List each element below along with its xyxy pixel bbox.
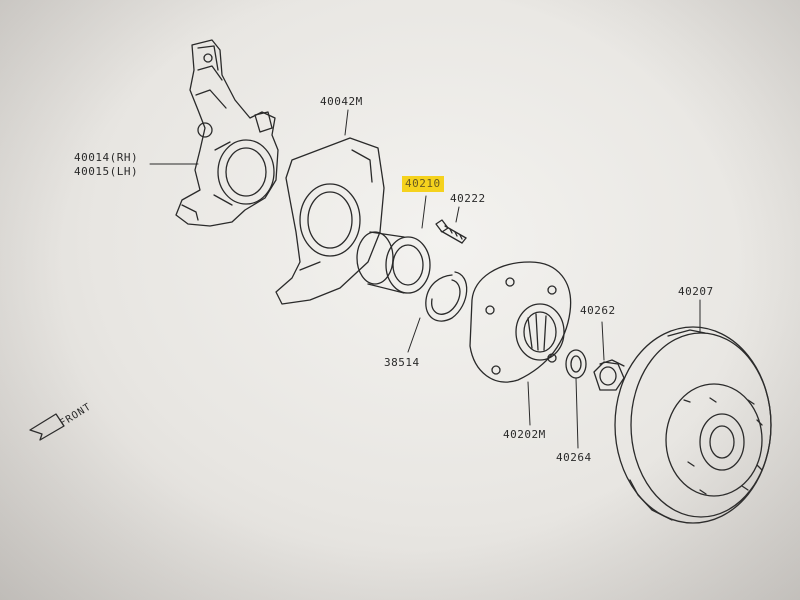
hub-nut bbox=[593, 359, 625, 391]
baffle-plate bbox=[275, 137, 385, 305]
washer bbox=[565, 349, 587, 379]
disc-rotor bbox=[614, 326, 772, 524]
label-baffle-plate: 40042M bbox=[320, 95, 363, 108]
hub-bolt bbox=[435, 219, 467, 244]
steering-knuckle bbox=[175, 39, 279, 227]
label-washer: 40264 bbox=[556, 451, 592, 464]
label-snap-ring: 38514 bbox=[384, 356, 420, 369]
label-wheel-hub: 40202M bbox=[503, 428, 546, 441]
front-arrow-icon bbox=[29, 413, 65, 441]
label-knuckle-lh: 40015(LH) bbox=[74, 165, 139, 178]
snap-ring bbox=[425, 271, 468, 322]
label-bearing-highlighted: 40210 bbox=[402, 176, 444, 192]
label-hub-nut: 40262 bbox=[580, 304, 616, 317]
label-hub-bolt: 40222 bbox=[450, 192, 486, 205]
label-disc-rotor: 40207 bbox=[678, 285, 714, 298]
wheel-bearing bbox=[356, 231, 431, 294]
wheel-hub bbox=[469, 261, 572, 383]
leader-lines bbox=[149, 109, 701, 449]
label-knuckle-rh: 40014(RH) bbox=[74, 151, 139, 164]
